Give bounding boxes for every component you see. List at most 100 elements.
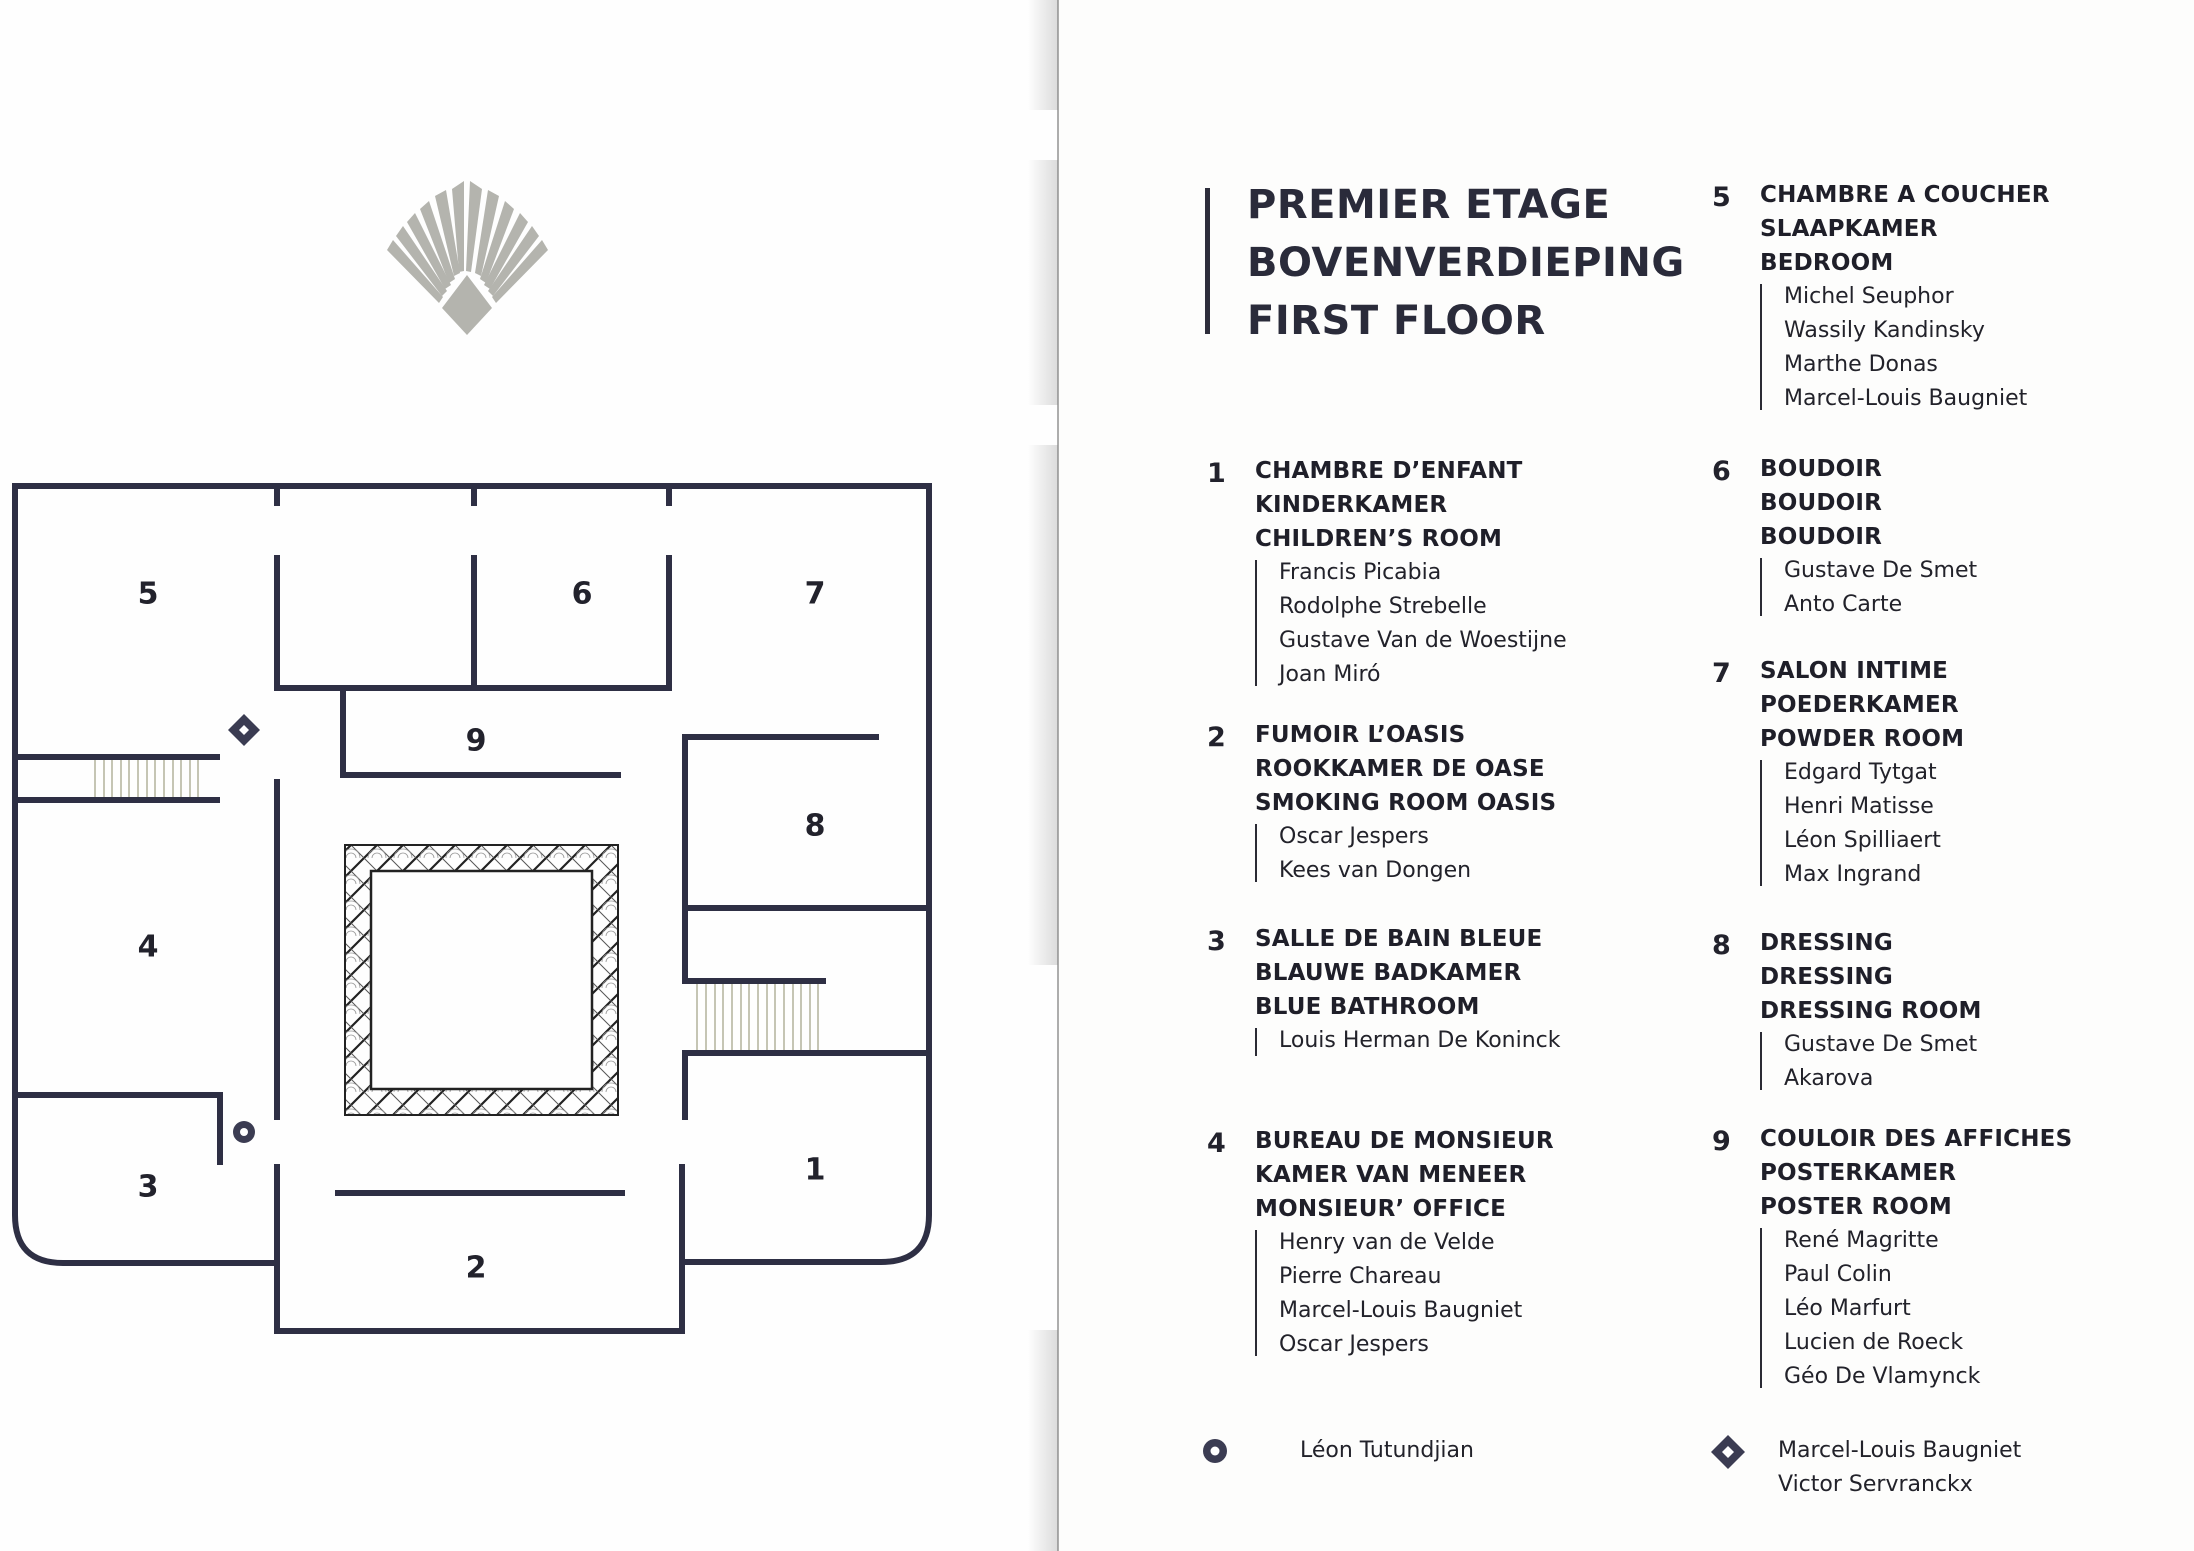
artist-name: Gustave Van de Woestijne — [1279, 628, 1567, 653]
artist-list-bar — [1255, 1230, 1257, 1356]
floor-title-en: FIRST FLOOR — [1247, 298, 1546, 344]
room-names: CHAMBRE A COUCHER SLAAPKAMER BEDROOM — [1760, 178, 2050, 280]
plan-label-room-2: 2 — [465, 1250, 487, 1286]
artist-name: Gustave De Smet — [1784, 1032, 1978, 1057]
artist-list-bar — [1760, 1032, 1762, 1090]
room-name-nl: BLAUWE BADKAMER — [1255, 960, 1522, 986]
room-name-en: POSTER ROOM — [1760, 1194, 1952, 1220]
room-number: 1 — [1207, 458, 1226, 489]
room-name-en: POWDER ROOM — [1760, 726, 1965, 752]
room-name-nl: POEDERKAMER — [1760, 692, 1959, 718]
artist-name: Léon Spilliaert — [1784, 828, 1941, 853]
artist-name: Max Ingrand — [1784, 862, 1922, 887]
artist-name: Henri Matisse — [1784, 794, 1934, 819]
floor-title-fr: PREMIER ETAGE — [1247, 182, 1611, 228]
room-names: COULOIR DES AFFICHES POSTERKAMER POSTER … — [1760, 1122, 2072, 1224]
floor-plan — [12, 483, 932, 1334]
plan-label-room-1: 1 — [804, 1152, 826, 1188]
room-name-fr: CHAMBRE A COUCHER — [1760, 182, 2050, 208]
room-name-nl: DRESSING — [1760, 964, 1893, 990]
artist-name: Kees van Dongen — [1279, 858, 1472, 883]
room-number: 8 — [1712, 930, 1731, 961]
legend-artist-name: Léon Tutundjian — [1300, 1438, 1474, 1463]
room-name-fr: BOUDOIR — [1760, 456, 1883, 482]
plan-label-room-7: 7 — [804, 576, 826, 612]
artist-name: Anto Carte — [1784, 592, 1903, 617]
room-name-nl: ROOKKAMER DE OASE — [1255, 756, 1545, 782]
artist-list-bar — [1255, 824, 1257, 882]
room-number: 7 — [1712, 658, 1731, 689]
legend-artist-name: Marcel-Louis Baugniet — [1778, 1438, 2022, 1463]
page-fold — [1057, 0, 1059, 1551]
artist-name: Michel Seuphor — [1784, 284, 1954, 309]
room-names: FUMOIR L’OASIS ROOKKAMER DE OASE SMOKING… — [1255, 718, 1556, 820]
page-fold-shadow — [1028, 0, 1058, 110]
room-name-fr: COULOIR DES AFFICHES — [1760, 1126, 2073, 1152]
room-number: 4 — [1207, 1128, 1226, 1159]
artist-name: Paul Colin — [1784, 1262, 1892, 1287]
room-names: SALLE DE BAIN BLEUE BLAUWE BADKAMER BLUE… — [1255, 922, 1542, 1024]
room-name-nl: KAMER VAN MENEER — [1255, 1162, 1527, 1188]
room-names: SALON INTIME POEDERKAMER POWDER ROOM — [1760, 654, 1964, 756]
artist-list-bar — [1760, 760, 1762, 886]
artist-name: Joan Miró — [1279, 662, 1381, 687]
artist-name: Oscar Jespers — [1279, 824, 1429, 849]
plan-label-room-5: 5 — [137, 576, 159, 612]
circle-marker-icon — [233, 1121, 255, 1143]
artist-name: Louis Herman De Koninck — [1279, 1028, 1561, 1053]
room-names: BUREAU DE MONSIEUR KAMER VAN MENEER MONS… — [1255, 1124, 1554, 1226]
legend-artist-name: Victor Servranckx — [1778, 1472, 1973, 1497]
room-number: 3 — [1207, 926, 1226, 957]
courtyard-lattice — [344, 844, 619, 1116]
left-page: 5 6 7 9 8 4 3 1 2 — [0, 0, 1058, 1551]
artist-name: Lucien de Roeck — [1784, 1330, 1964, 1355]
artist-name: Akarova — [1784, 1066, 1874, 1091]
room-number: 6 — [1712, 456, 1731, 487]
diamond-marker-icon — [1711, 1435, 1745, 1469]
room-number: 2 — [1207, 722, 1226, 753]
room-name-nl: POSTERKAMER — [1760, 1160, 1957, 1186]
room-number: 5 — [1712, 182, 1731, 213]
room-name-en: MONSIEUR’ OFFICE — [1255, 1196, 1506, 1222]
artist-name: René Magritte — [1784, 1228, 1939, 1253]
room-name-fr: CHAMBRE D’ENFANT — [1255, 458, 1523, 484]
artist-name: Marthe Donas — [1784, 352, 1938, 377]
page-fold-shadow — [1028, 1330, 1058, 1551]
room-names: CHAMBRE D’ENFANT KINDERKAMER CHILDREN’S … — [1255, 454, 1523, 556]
plan-label-room-8: 8 — [804, 808, 826, 844]
artist-list-bar — [1760, 558, 1762, 616]
artist-name: Marcel-Louis Baugniet — [1784, 386, 2028, 411]
artist-name: Marcel-Louis Baugniet — [1279, 1298, 1523, 1323]
room-name-nl: SLAAPKAMER — [1760, 216, 1938, 242]
artist-name: Francis Picabia — [1279, 560, 1442, 585]
artist-name: Gustave De Smet — [1784, 558, 1978, 583]
plan-label-room-4: 4 — [137, 929, 159, 965]
room-name-en: DRESSING ROOM — [1760, 998, 1982, 1024]
room-name-fr: FUMOIR L’OASIS — [1255, 722, 1466, 748]
plan-label-room-9: 9 — [465, 723, 487, 759]
artist-name: Oscar Jespers — [1279, 1332, 1429, 1357]
room-name-en: BLUE BATHROOM — [1255, 994, 1480, 1020]
artist-name: Edgard Tytgat — [1784, 760, 1937, 785]
room-names: DRESSING DRESSING DRESSING ROOM — [1760, 926, 1982, 1028]
room-names: BOUDOIR BOUDOIR BOUDOIR — [1760, 452, 1882, 554]
room-name-en: BEDROOM — [1760, 250, 1894, 276]
artist-list-bar — [1760, 284, 1762, 410]
plan-label-room-3: 3 — [137, 1169, 159, 1205]
diamond-marker-icon — [228, 714, 260, 746]
room-name-en: BOUDOIR — [1760, 524, 1883, 550]
page-fold-shadow — [1028, 445, 1058, 965]
title-accent-bar — [1205, 188, 1210, 334]
room-number: 9 — [1712, 1126, 1731, 1157]
artist-name: Pierre Chareau — [1279, 1264, 1442, 1289]
room-name-nl: BOUDOIR — [1760, 490, 1883, 516]
floor-title-nl: BOVENVERDIEPING — [1247, 240, 1685, 286]
artist-name: Géo De Vlamynck — [1784, 1364, 1981, 1389]
room-name-fr: SALON INTIME — [1760, 658, 1949, 684]
artist-name: Henry van de Velde — [1279, 1230, 1495, 1255]
artist-name: Léo Marfurt — [1784, 1296, 1911, 1321]
page-fold-shadow — [1028, 160, 1058, 405]
room-name-fr: SALLE DE BAIN BLEUE — [1255, 926, 1543, 952]
artist-list-bar — [1255, 1028, 1257, 1056]
artist-list-bar — [1760, 1228, 1762, 1388]
